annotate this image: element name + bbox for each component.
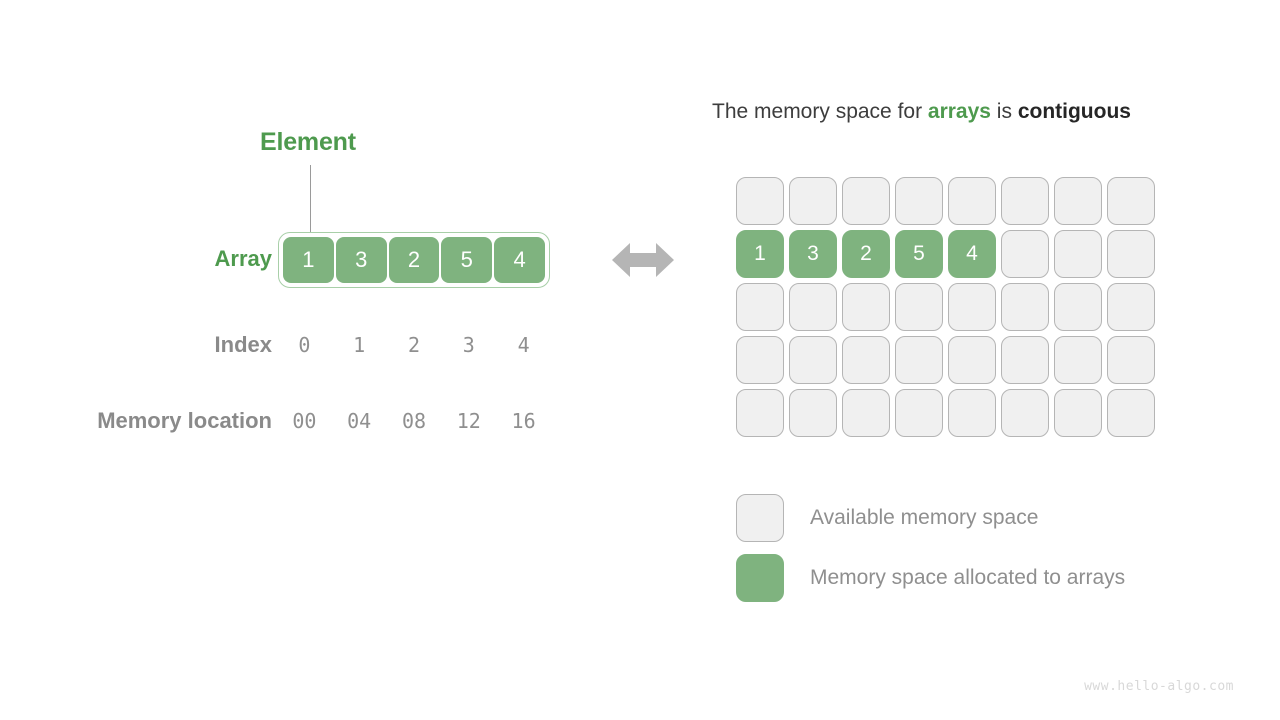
memory-cell-empty [789, 336, 837, 384]
memory-cell-empty [1054, 177, 1102, 225]
memory-cell-empty [789, 177, 837, 225]
legend-swatch-allocated-icon [736, 554, 784, 602]
memory-address-value: 08 [401, 409, 427, 433]
heading-part-2: is [990, 100, 1018, 123]
memory-cell-empty [842, 389, 890, 437]
row-label-array: Array [214, 246, 272, 271]
row-label-index: Index [214, 332, 272, 357]
page-title: The memory space for arrays is contiguou… [712, 100, 1131, 124]
memory-cell-empty [895, 389, 943, 437]
array-cell: 1 [283, 237, 334, 283]
memory-cell-empty [895, 336, 943, 384]
legend-item-available: Available memory space [736, 494, 1125, 542]
memory-cell-empty [842, 283, 890, 331]
memory-cell-empty [789, 283, 837, 331]
element-callout-label: Element [260, 128, 356, 156]
array-cell: 2 [388, 237, 440, 283]
memory-cell-empty [842, 177, 890, 225]
memory-cell-empty [1054, 230, 1102, 278]
index-value: 0 [298, 333, 311, 357]
memory-cell-allocated: 4 [948, 230, 996, 278]
heading-part-1: The memory space for [712, 100, 928, 123]
memory-address-value: 00 [292, 409, 317, 433]
array-cell: 5 [441, 237, 493, 283]
legend-item-allocated: Memory space allocated to arrays [736, 554, 1125, 602]
memory-cell-empty [895, 177, 943, 225]
memory-cell-empty [948, 177, 996, 225]
memory-cell-empty [1107, 283, 1155, 331]
index-value: 1 [353, 333, 366, 357]
array-cell: 3 [335, 237, 387, 283]
memory-cell-empty [1001, 177, 1049, 225]
legend-label-allocated: Memory space allocated to arrays [810, 566, 1126, 589]
double-arrow-icon [612, 238, 674, 282]
heading-emphasis-arrays: arrays [927, 100, 991, 123]
legend-swatch-available-icon [736, 494, 784, 542]
memory-cell-empty [948, 389, 996, 437]
memory-cell-empty [1107, 177, 1155, 225]
memory-cell-empty [736, 283, 784, 331]
memory-cell-empty [1001, 230, 1049, 278]
memory-cell-empty [1107, 230, 1155, 278]
memory-cell-empty [1001, 389, 1049, 437]
index-value: 2 [407, 333, 421, 357]
memory-grid: 1 3 2 5 4 [736, 177, 1155, 437]
array-cell: 4 [494, 237, 545, 283]
memory-cell-empty [789, 389, 837, 437]
memory-cell-allocated: 2 [842, 230, 890, 278]
index-value: 3 [462, 333, 475, 357]
memory-cell-empty [948, 283, 996, 331]
memory-cell-empty [1001, 336, 1049, 384]
memory-cell-empty [1001, 283, 1049, 331]
memory-cell-empty [1054, 336, 1102, 384]
memory-cell-empty [895, 283, 943, 331]
memory-cell-empty [1107, 389, 1155, 437]
memory-cell-allocated: 3 [789, 230, 837, 278]
row-label-memory-location: Memory location [97, 408, 272, 433]
array-container: 1 3 2 5 4 [278, 232, 550, 288]
memory-cell-empty [1054, 389, 1102, 437]
memory-cell-empty [736, 336, 784, 384]
index-value: 4 [517, 333, 530, 357]
index-row: 0 1 2 3 4 [278, 333, 550, 357]
legend: Available memory space Memory space allo… [736, 494, 1125, 614]
heading-emphasis-contiguous: contiguous [1017, 100, 1131, 123]
memory-address-value: 12 [456, 409, 481, 433]
memory-address-value: 16 [511, 409, 536, 433]
memory-address-value: 04 [347, 409, 372, 433]
memory-cell-allocated: 5 [895, 230, 943, 278]
memory-cell-empty [842, 336, 890, 384]
memory-cell-empty [1107, 336, 1155, 384]
legend-label-available: Available memory space [810, 506, 1039, 529]
memory-cell-empty [948, 336, 996, 384]
element-callout-connector [310, 165, 311, 243]
memory-cell-empty [1054, 283, 1102, 331]
memory-cell-allocated: 1 [736, 230, 784, 278]
memory-cell-empty [736, 177, 784, 225]
memory-location-row: 00 04 08 12 16 [278, 409, 550, 433]
memory-cell-empty [736, 389, 784, 437]
watermark: www.hello-algo.com [1084, 679, 1234, 694]
